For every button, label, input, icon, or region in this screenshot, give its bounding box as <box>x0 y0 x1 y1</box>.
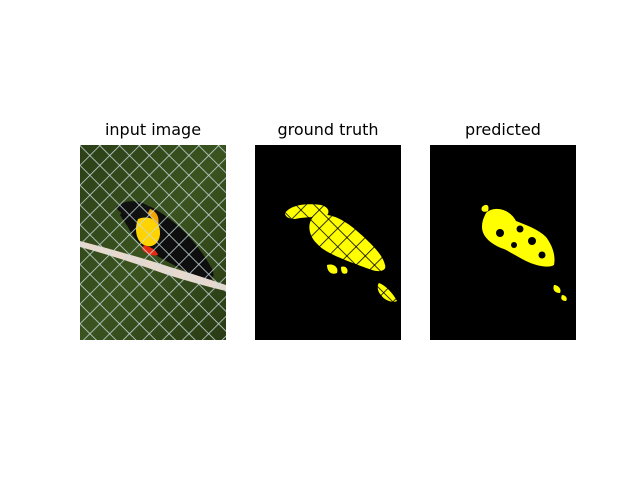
panel-title-ground-truth: ground truth <box>277 120 379 139</box>
gt-head-mask <box>285 204 329 219</box>
gt-tail-mask <box>377 283 397 302</box>
pred-body-mask <box>482 208 555 267</box>
predicted-mask <box>430 145 576 340</box>
chain-link-fence <box>80 145 226 340</box>
panel-title-predicted: predicted <box>465 120 541 139</box>
panel-title-input: input image <box>104 120 202 139</box>
pred-fragment-tail <box>553 285 561 293</box>
ground-truth-mask <box>255 145 401 340</box>
gt-foot-mask <box>327 264 338 274</box>
gt-body-mask <box>309 214 386 272</box>
input-image <box>80 145 226 340</box>
pred-fragment-top <box>481 204 489 212</box>
